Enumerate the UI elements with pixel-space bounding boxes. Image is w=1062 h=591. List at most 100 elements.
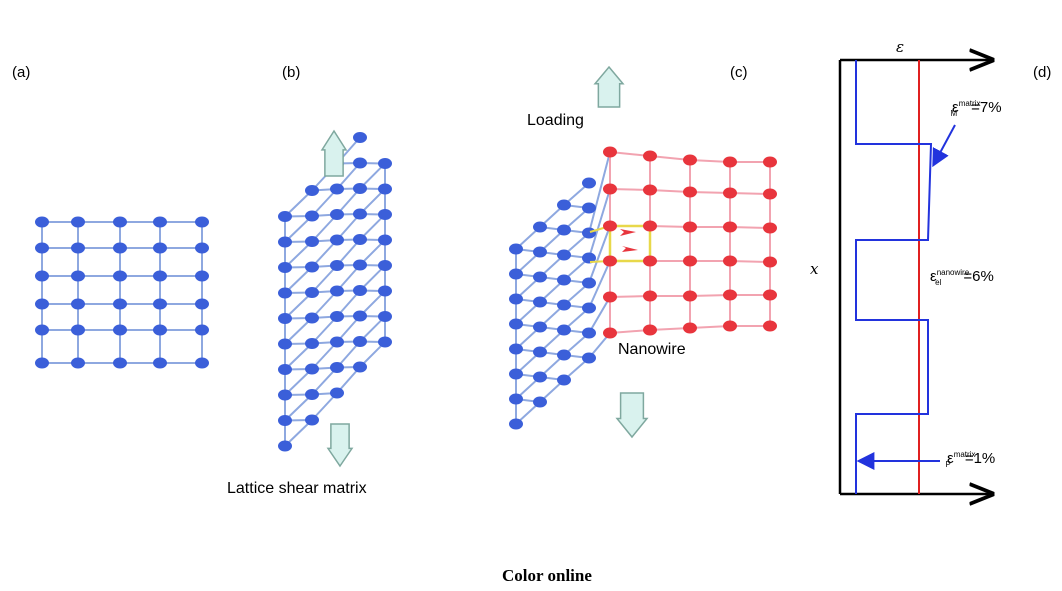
- bond: [311, 341, 338, 370]
- bond: [284, 215, 313, 243]
- atom: [278, 287, 292, 299]
- bond: [284, 393, 313, 422]
- atom: [378, 260, 392, 271]
- matrix-strain-profile: [855, 60, 933, 494]
- atom: [153, 357, 167, 369]
- atom: [195, 324, 209, 336]
- strain-nanowire-el-label: εnanowireel=6%: [930, 268, 994, 287]
- atom: [509, 418, 523, 430]
- nanowire-atom: [723, 187, 737, 199]
- atom: [35, 298, 49, 310]
- nanowire-atom: [683, 154, 697, 166]
- atom: [278, 236, 292, 248]
- down-arrow-c: [615, 392, 649, 439]
- highlight-cell: [608, 224, 652, 263]
- nanowire-atom: [603, 327, 617, 339]
- atom: [35, 242, 49, 254]
- atom: [378, 336, 392, 348]
- bond: [284, 317, 313, 345]
- atom: [353, 183, 367, 194]
- panel-b-sheared-lattice: [278, 132, 392, 452]
- atom: [71, 270, 85, 282]
- atom: [533, 346, 547, 358]
- bond: [284, 266, 313, 294]
- strain-el-sub: el: [935, 278, 942, 287]
- atom: [278, 440, 292, 452]
- atom: [113, 324, 127, 336]
- atom: [378, 158, 392, 169]
- atom: [71, 357, 85, 369]
- bond: [588, 151, 611, 234]
- atom: [278, 364, 292, 375]
- atom: [305, 338, 319, 349]
- atom: [582, 277, 596, 289]
- atom: [153, 242, 167, 254]
- atom: [71, 324, 85, 336]
- epsilon-axis-label: ε: [896, 38, 905, 56]
- atom: [378, 311, 392, 322]
- strain-p-base: ε: [947, 450, 954, 467]
- atom: [330, 209, 344, 220]
- atom: [353, 361, 367, 373]
- atom: [195, 242, 209, 254]
- nanowire-atom: [723, 255, 737, 267]
- small-red-arrow: [620, 229, 636, 236]
- atom: [305, 312, 319, 324]
- atom: [378, 183, 392, 195]
- panel-d-strain-profile: [838, 60, 992, 494]
- strain-m-value: =7%: [971, 99, 1002, 116]
- atom: [582, 227, 596, 239]
- x-axis-label: x: [810, 260, 819, 278]
- pointer-arrow-m: [932, 124, 956, 168]
- panel-label-a: (a): [12, 64, 31, 81]
- atom: [195, 298, 209, 310]
- atom: [278, 262, 292, 273]
- nanowire-atom: [723, 221, 737, 233]
- atom: [278, 313, 292, 324]
- atom: [330, 260, 344, 271]
- atom: [557, 199, 571, 211]
- nanowire-atom: [603, 146, 617, 158]
- atom: [35, 324, 49, 336]
- small-red-arrow: [622, 246, 638, 252]
- atom: [509, 368, 523, 380]
- bond: [588, 296, 611, 334]
- loading-label: Loading: [527, 112, 584, 129]
- bond: [311, 188, 338, 217]
- atom: [557, 299, 571, 311]
- nanowire-atom: [763, 320, 777, 332]
- atom: [353, 208, 367, 220]
- strain-el-base: ε: [930, 268, 937, 285]
- atom: [533, 321, 547, 333]
- atom: [153, 216, 167, 228]
- atom: [353, 234, 367, 245]
- atom: [557, 374, 571, 386]
- atom: [330, 311, 344, 322]
- nanowire-atom: [643, 324, 657, 336]
- atom: [509, 243, 523, 255]
- atom: [35, 216, 49, 228]
- bond: [588, 260, 611, 309]
- bond: [311, 239, 338, 268]
- atom: [305, 210, 319, 222]
- nanowire-atom: [683, 290, 697, 302]
- bond: [311, 213, 338, 243]
- nanowire-atom: [683, 221, 697, 233]
- bond: [284, 291, 313, 320]
- atom: [557, 349, 571, 361]
- atom: [509, 293, 523, 305]
- nanowire-atom: [683, 255, 697, 267]
- bond: [311, 264, 338, 294]
- atom: [278, 389, 292, 401]
- atom: [533, 271, 547, 283]
- strain-p-sub: P: [945, 460, 951, 469]
- atom: [153, 298, 167, 310]
- loading-arrows: [320, 65, 649, 468]
- atom: [353, 259, 367, 271]
- panel-label-d: (d): [1033, 64, 1052, 81]
- atom: [378, 234, 392, 246]
- atom: [278, 211, 292, 222]
- panel-a-square-lattice: [35, 216, 209, 369]
- nanowire-atom: [683, 322, 697, 334]
